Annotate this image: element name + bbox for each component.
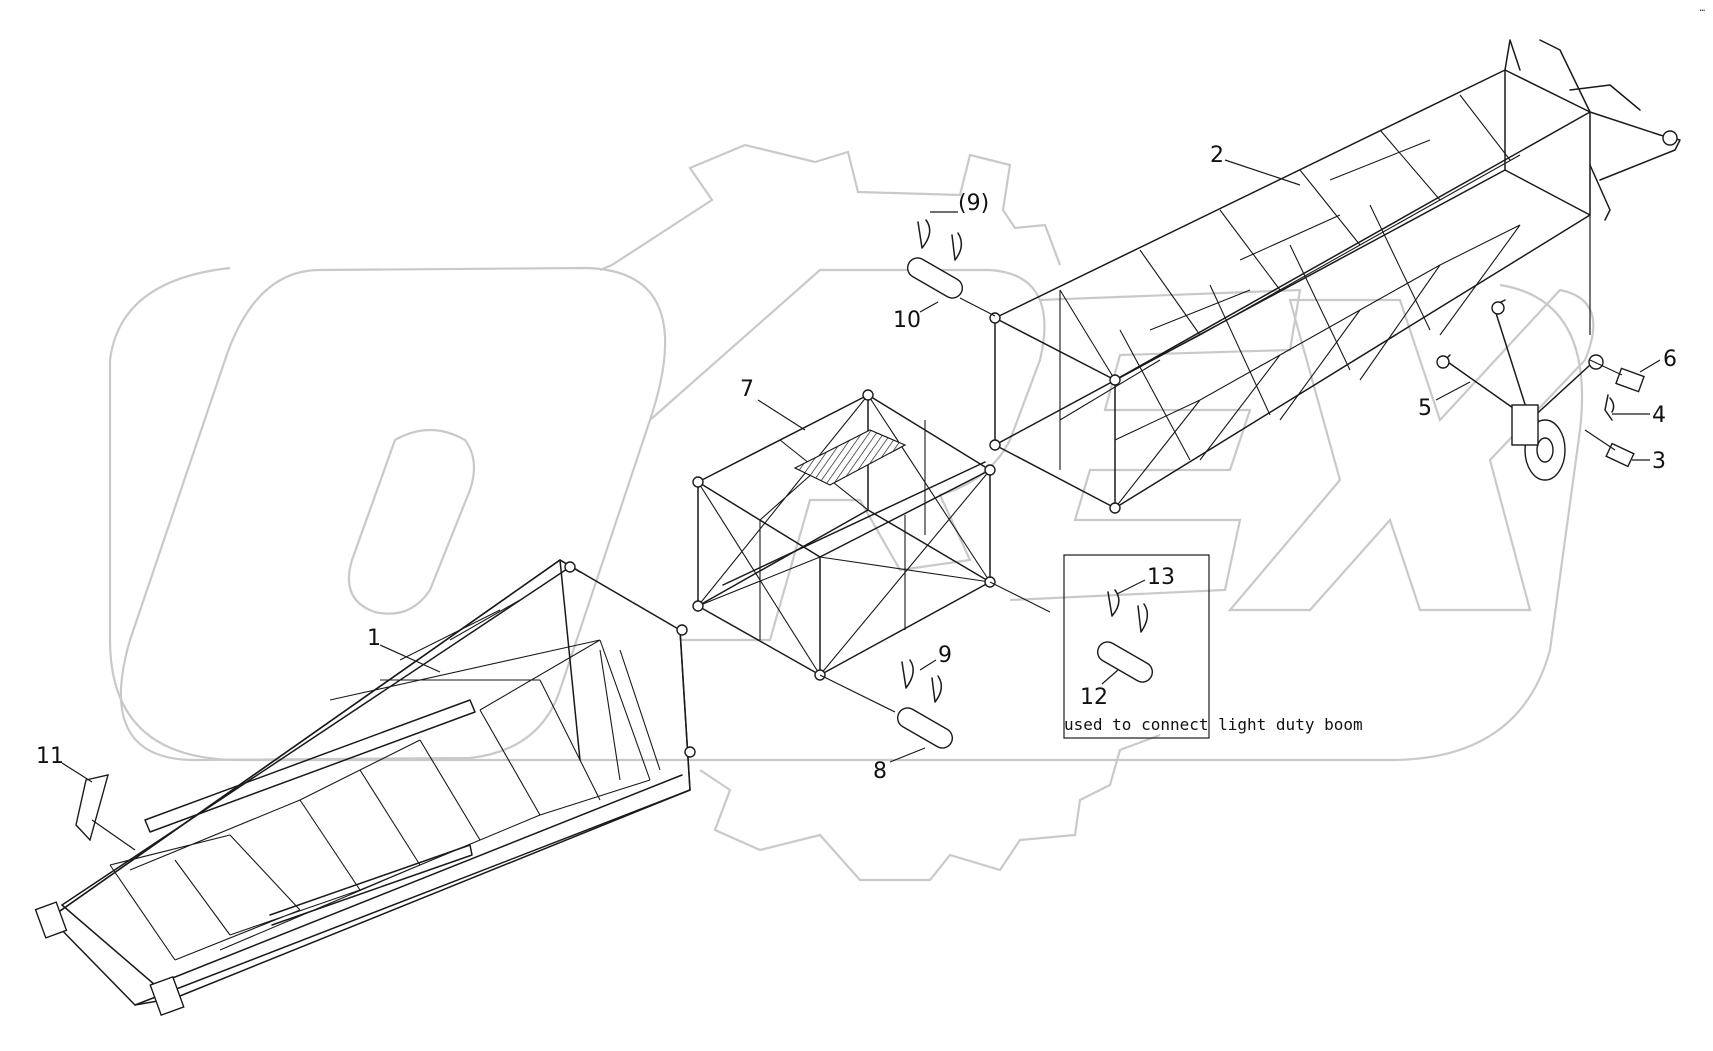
callout-1: 1 [367, 626, 381, 651]
callout-13: 13 [1147, 565, 1175, 590]
callout-8: 8 [873, 759, 887, 784]
callout-2: 2 [1210, 143, 1224, 168]
note-text: used to connect light duty boom [1064, 715, 1363, 734]
part-13-clips [1107, 589, 1149, 633]
part-8-pin [819, 674, 954, 749]
callout-9: 9 [938, 643, 952, 668]
part-4-clip [1604, 394, 1615, 421]
part-7-insert-section [692, 389, 996, 681]
callout-10: 10 [893, 308, 921, 333]
part-9-clips [901, 659, 943, 703]
watermark-letter-o [119, 266, 667, 762]
callout-5: 5 [1418, 396, 1432, 421]
callout-12: 12 [1080, 685, 1108, 710]
watermark-logo [108, 143, 1595, 882]
callout-4: 4 [1652, 403, 1666, 428]
watermark-letter-e [1009, 288, 1302, 602]
part-1-base-boom [34, 559, 696, 1017]
part-9b-clips [917, 219, 963, 261]
callout-3: 3 [1652, 449, 1666, 474]
part-10-pin [906, 257, 996, 317]
note-box-frame [1063, 554, 1210, 739]
watermark-letter-x [1227, 288, 1595, 612]
part-1-foot-pin-right [149, 975, 185, 1017]
watermark-letter-r [649, 268, 1046, 642]
callout-7: 7 [740, 377, 754, 402]
part-3-pin [1584, 429, 1635, 468]
watermark-outer-frame [108, 266, 1584, 762]
callout-6: 6 [1663, 347, 1677, 372]
part-5-sheave-bracket [1436, 299, 1604, 481]
part-2-top-boom [989, 39, 1681, 514]
part-6-pin [1589, 359, 1645, 393]
part-11-plate [75, 774, 136, 851]
callout-9-ref: (9) [958, 191, 989, 216]
callout-11: 11 [36, 744, 64, 769]
part-1-foot-pin-left [34, 901, 68, 939]
part-7-walkway-grating [793, 429, 907, 486]
corner-mark: … [1699, 4, 1705, 14]
part-12-pin [1096, 641, 1154, 683]
callouts: 1 2 3 4 5 6 7 8 9 (9) 10 11 12 13 [36, 143, 1677, 784]
note-box-light-duty: used to connect light duty boom [989, 554, 1363, 739]
